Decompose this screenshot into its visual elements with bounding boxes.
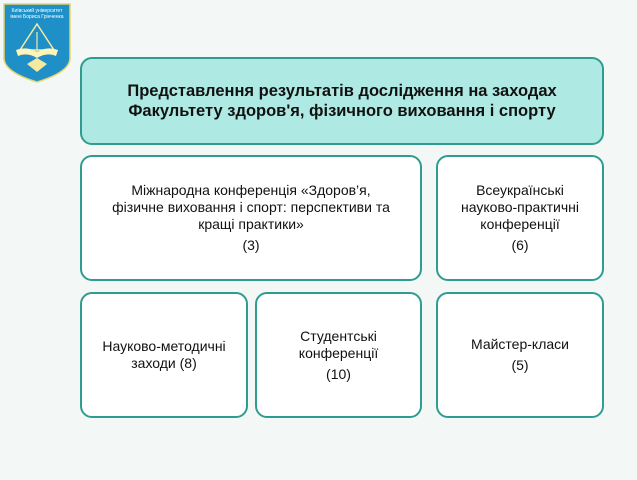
box-count: (3) [242, 237, 260, 253]
title-line: Представлення результатів дослідження на… [127, 82, 557, 100]
box-text: Міжнародна конференція «Здоров’я, [131, 182, 371, 198]
box-count: (10) [326, 365, 351, 382]
box-master-classes: Майстер-класи (5) [436, 292, 604, 418]
university-logo: Київський університет імені Бориса Грінч… [2, 2, 72, 84]
box-count: (5) [511, 357, 529, 373]
box-text: Майстер-класи [471, 336, 569, 352]
box-text: науково-практичні [461, 199, 579, 215]
box-international-conference: Міжнародна конференція «Здоров’я, фізичн… [80, 155, 422, 281]
title-line: Факультету здоров'я, фізичного виховання… [128, 102, 556, 120]
box-text: заходи (8) [131, 355, 197, 371]
svg-text:імені Бориса Грінченка: імені Бориса Грінченка [10, 14, 63, 20]
title-box: Представлення результатів дослідження на… [80, 57, 604, 145]
box-methodical-events: Науково-методичні заходи (8) [80, 292, 248, 418]
box-text: Студентські [300, 327, 377, 344]
box-text: кращі практики» [198, 216, 304, 232]
box-student-conferences: Студентські конференції (10) [255, 292, 422, 418]
box-text: Науково-методичні [102, 338, 226, 354]
box-count: (6) [511, 237, 529, 253]
box-text: конференції [480, 216, 560, 232]
box-text: Всеукраїнські [476, 182, 564, 198]
box-national-conferences: Всеукраїнські науково-практичні конферен… [436, 155, 604, 281]
svg-text:Київський університет: Київський університет [12, 7, 64, 14]
box-text: конференції [298, 344, 379, 361]
box-text: фізичне виховання і спорт: перспективи т… [112, 199, 390, 215]
